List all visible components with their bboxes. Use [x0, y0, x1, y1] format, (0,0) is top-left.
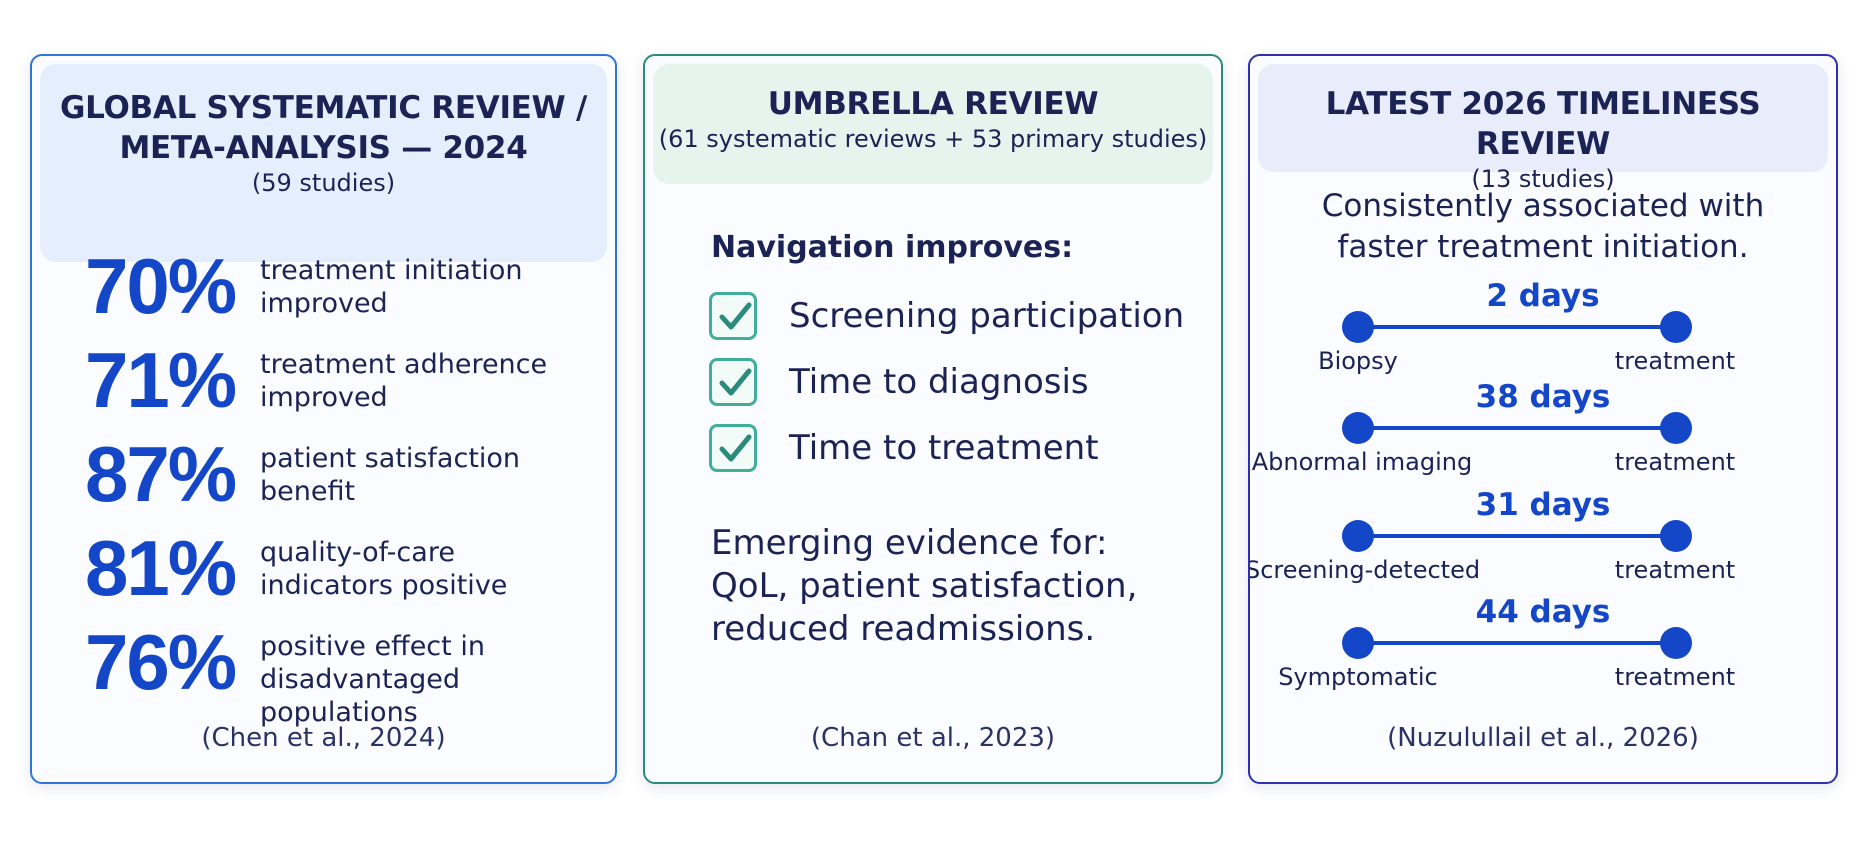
stat-row: 71% treatment adherence improved	[32, 338, 615, 432]
stat-value: 81%	[84, 524, 237, 612]
association-line-2: faster treatment initiation.	[1337, 229, 1749, 265]
timeline-days: 38 days	[1475, 379, 1611, 415]
timeline-end-label: treatment	[1614, 556, 1736, 584]
timeline-start-label: Biopsy	[1318, 347, 1398, 375]
association-text: Consistently associated with faster trea…	[1270, 186, 1816, 268]
card-title: LATEST 2026 TIMELINESS REVIEW	[1325, 86, 1761, 162]
dot-icon	[1342, 627, 1374, 659]
timeline-end-label: treatment	[1614, 448, 1736, 476]
stat-label-line-1: treatment initiation	[260, 255, 523, 286]
timeline-line	[1358, 641, 1676, 645]
dot-icon	[1342, 311, 1374, 343]
emerging-line-2: QoL, patient satisfaction,	[711, 566, 1138, 606]
dot-icon	[1660, 311, 1692, 343]
timeline-end-label: treatment	[1614, 347, 1736, 375]
stat-label-line-1: patient satisfaction	[260, 443, 521, 474]
timeline-line	[1358, 534, 1676, 538]
stat-label-line-1: treatment adherence	[260, 349, 548, 380]
dot-icon	[1660, 520, 1692, 552]
stat-row: 70% treatment initiation improved	[32, 244, 615, 338]
timeline-days: 44 days	[1475, 594, 1611, 630]
dot-icon	[1342, 520, 1374, 552]
timeline-start-label: Symptomatic	[1278, 663, 1438, 691]
stat-label-line-2: improved	[260, 382, 388, 413]
timeline-start-label: Screening-detected	[1248, 556, 1481, 584]
citation: (Chan et al., 2023)	[810, 723, 1056, 753]
card-title: UMBRELLA REVIEW	[767, 86, 1099, 122]
timeline-start-label: Abnormal imaging	[1251, 448, 1473, 476]
stat-value: 70%	[84, 242, 237, 330]
timeline-days: 31 days	[1475, 487, 1611, 523]
timeline: 31 days Screening-detected treatment	[1250, 487, 1836, 587]
card-subtitle: (13 studies)	[1471, 165, 1615, 193]
navigation-heading: Navigation improves:	[711, 230, 1074, 265]
timeline: 2 days Biopsy treatment	[1250, 278, 1836, 378]
timeline-line	[1358, 426, 1676, 430]
stat-list: 70% treatment initiation improved 71% tr…	[32, 244, 615, 728]
dot-icon	[1660, 412, 1692, 444]
checkmark-icon	[709, 358, 757, 406]
stat-label: treatment adherence improved	[260, 348, 610, 414]
stat-label-line-2: improved	[260, 288, 388, 319]
timeline: 44 days Symptomatic treatment	[1250, 594, 1836, 694]
stat-value: 87%	[84, 430, 237, 518]
stat-row: 81% quality-of-care indicators positive	[32, 526, 615, 620]
checkmark-icon	[709, 424, 757, 472]
check-label: Time to diagnosis	[789, 362, 1089, 402]
stat-label-line-2: benefit	[260, 476, 356, 507]
timeliness-review-card: LATEST 2026 TIMELINESS REVIEW (13 studie…	[1248, 54, 1838, 784]
card-subtitle: (61 systematic reviews + 53 primary stud…	[658, 125, 1208, 153]
check-label: Time to treatment	[789, 428, 1099, 468]
card-header: UMBRELLA REVIEW (61 systematic reviews +…	[653, 64, 1213, 184]
stat-row: 76% positive effect in disadvantaged pop…	[32, 618, 615, 728]
emerging-evidence-text: Emerging evidence for: QoL, patient sati…	[711, 522, 1181, 651]
stat-label: patient satisfaction benefit	[260, 442, 610, 508]
card-title-line-2: META-ANALYSIS — 2024	[119, 130, 528, 166]
dot-icon	[1660, 627, 1692, 659]
checkmark-icon	[709, 292, 757, 340]
check-label: Screening participation	[789, 296, 1185, 336]
stat-row: 87% patient satisfaction benefit	[32, 432, 615, 526]
emerging-line-3: reduced readmissions.	[711, 609, 1096, 649]
umbrella-review-card: UMBRELLA REVIEW (61 systematic reviews +…	[643, 54, 1223, 784]
citation: (Nuzulullail et al., 2026)	[1387, 723, 1699, 753]
timeline-end-label: treatment	[1614, 663, 1736, 691]
stat-label-line-1: positive effect in	[260, 631, 485, 662]
stat-label: positive effect in disadvantaged populat…	[260, 630, 610, 729]
association-line-1: Consistently associated with	[1321, 188, 1765, 224]
card-subtitle: (59 studies)	[251, 169, 396, 197]
card-title: GLOBAL SYSTEMATIC REVIEW / META-ANALYSIS…	[40, 88, 607, 168]
timeline: 38 days Abnormal imaging treatment	[1250, 379, 1836, 479]
stat-value: 71%	[84, 336, 237, 424]
card-title-line-1: GLOBAL SYSTEMATIC REVIEW /	[60, 90, 587, 126]
stat-label-line-1: quality-of-care	[260, 537, 455, 568]
stat-label-line-2: disadvantaged populations	[260, 664, 461, 728]
stat-label-line-2: indicators positive	[260, 570, 508, 601]
stat-label: quality-of-care indicators positive	[260, 536, 610, 602]
timeline-line	[1358, 325, 1676, 329]
meta-analysis-card: GLOBAL SYSTEMATIC REVIEW / META-ANALYSIS…	[30, 54, 617, 784]
stat-label: treatment initiation improved	[260, 254, 610, 320]
timeline-days: 2 days	[1486, 278, 1600, 314]
dot-icon	[1342, 412, 1374, 444]
citation: (Chen et al., 2024)	[201, 723, 446, 753]
card-header: LATEST 2026 TIMELINESS REVIEW (13 studie…	[1258, 64, 1828, 193]
emerging-line-1: Emerging evidence for:	[711, 523, 1108, 563]
stat-value: 76%	[84, 618, 237, 706]
card-header: GLOBAL SYSTEMATIC REVIEW / META-ANALYSIS…	[40, 64, 607, 262]
